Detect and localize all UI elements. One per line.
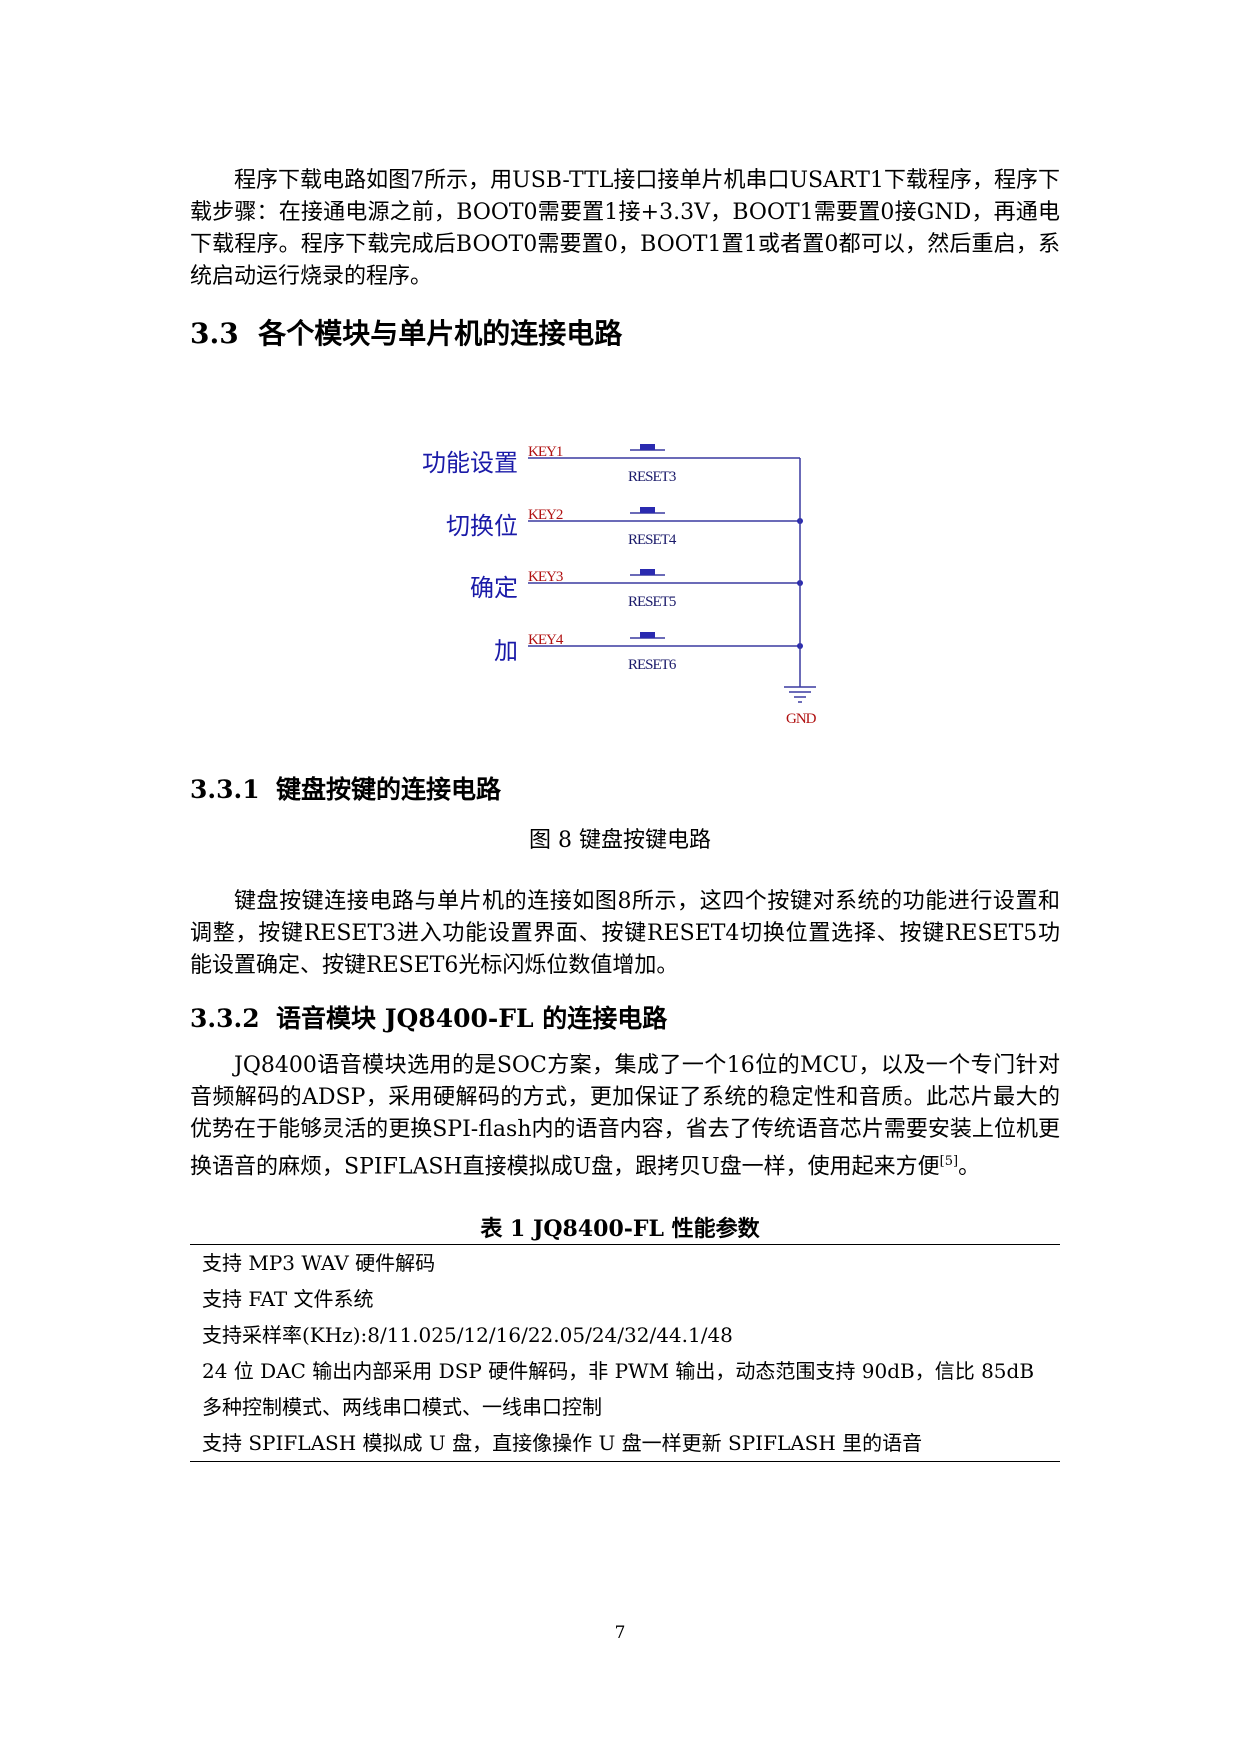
- heading-3-3: 3.3 各个模块与单片机的连接电路: [190, 312, 622, 352]
- key-function-label: 确定: [470, 574, 518, 602]
- ground-label: GND: [786, 711, 817, 727]
- heading-title: 各个模块与单片机的连接电路: [258, 317, 623, 350]
- key-reference-label: RESET4: [628, 532, 677, 548]
- pushbutton-icon: [640, 632, 655, 638]
- key-function-label: 加: [494, 637, 518, 665]
- pushbutton-icon: [640, 444, 655, 450]
- ground-symbol: [784, 675, 816, 703]
- paragraph-end: 。: [958, 1154, 981, 1180]
- heading-3-3-2: 3.3.2 语音模块 JQ8400-FL 的连接电路: [190, 999, 667, 1035]
- key-function-label: 切换位: [446, 512, 518, 540]
- paragraph-download: 程序下载电路如图7所示，用USB-TTL接口接单片机串口USART1下载程序，程…: [190, 168, 1060, 289]
- table-caption: 表 1 JQ8400-FL 性能参数: [480, 1216, 760, 1242]
- key-reference-label: RESET3: [628, 469, 676, 485]
- table-row: 支持 FAT 文件系统: [202, 1287, 374, 1311]
- citation-ref: [5]: [939, 1154, 959, 1169]
- heading-title: 键盘按键的连接电路: [276, 775, 502, 804]
- table-row: 多种控制模式、两线串口模式、一线串口控制: [202, 1395, 602, 1419]
- key-net-label: KEY1: [528, 444, 563, 460]
- key-net-label: KEY4: [528, 632, 564, 648]
- heading-number: 3.3: [190, 317, 239, 350]
- page-number: 7: [614, 1623, 626, 1643]
- table-row: 支持 SPIFLASH 模拟成 U 盘，直接像操作 U 盘一样更新 SPIFLA…: [202, 1431, 923, 1455]
- key-net-label: KEY3: [528, 569, 563, 585]
- pushbutton-icon: [640, 569, 655, 575]
- figure-caption: 图 8 键盘按键电路: [529, 828, 711, 853]
- table-row: 支持 MP3 WAV 硬件解码: [202, 1251, 436, 1275]
- heading-3-3-1: 3.3.1 键盘按键的连接电路: [190, 770, 501, 806]
- performance-table: 支持 MP3 WAV 硬件解码 支持 FAT 文件系统 支持采样率(KHz):8…: [190, 1244, 1060, 1462]
- pushbutton-icon: [640, 507, 655, 513]
- paragraph-text: JQ8400语音模块选用的是SOC方案，集成了一个16位的MCU，以及一个专门针…: [190, 1053, 1060, 1180]
- heading-title: 语音模块 JQ8400-FL 的连接电路: [276, 1004, 668, 1033]
- key-reference-label: RESET6: [628, 657, 677, 673]
- table-row: 24 位 DAC 输出内部采用 DSP 硬件解码，非 PWM 输出，动态范围支持…: [202, 1359, 1035, 1383]
- key-function-label: 功能设置: [422, 449, 518, 477]
- key-net-label: KEY2: [528, 507, 563, 523]
- paragraph-keyboard: 键盘按键连接电路与单片机的连接如图8所示，这四个按键对系统的功能进行设置和调整，…: [190, 889, 1060, 978]
- heading-number: 3.3.2: [190, 1004, 260, 1033]
- paragraph-jq8400: JQ8400语音模块选用的是SOC方案，集成了一个16位的MCU，以及一个专门针…: [190, 1050, 1060, 1183]
- key-reference-label: RESET5: [628, 594, 676, 610]
- heading-number: 3.3.1: [190, 775, 260, 804]
- table-row: 支持采样率(KHz):8/11.025/12/16/22.05/24/32/44…: [202, 1323, 733, 1347]
